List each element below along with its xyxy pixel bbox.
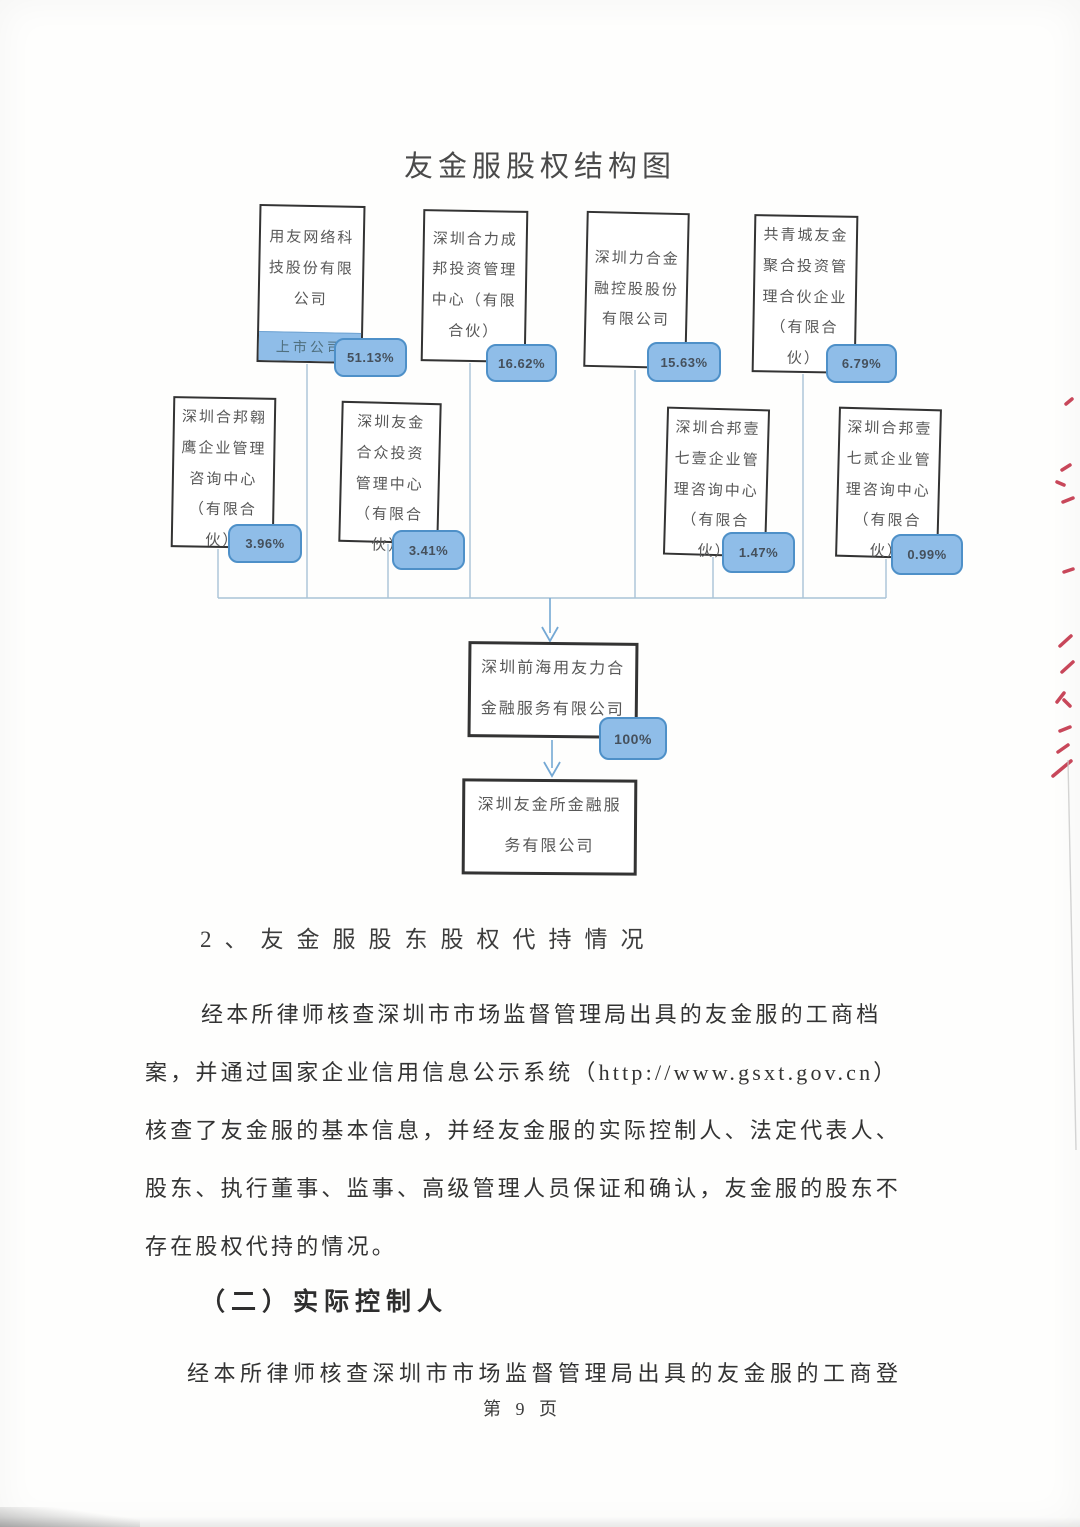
paragraph-line: 股东、执行董事、监事、高级管理人员保证和确认，友金服的股东不 [145, 1176, 902, 1201]
page-number: 第 9 页 [483, 1399, 562, 1419]
page-crease-line [1067, 759, 1077, 1151]
org-box-youjinsuo: 深圳友金所金融服务有限公司 [461, 778, 638, 876]
scan-corner-shadow [0, 1507, 140, 1527]
pct-badge-3-41: 3.41% [392, 530, 465, 570]
org-name: 深圳合力成邦投资管理中心（有限合伙） [431, 230, 518, 341]
pct-badge-100: 100% [599, 717, 667, 760]
pct-badge-6-79: 6.79% [826, 344, 897, 383]
pct-badge-0-99: 0.99% [891, 534, 963, 575]
pct-badge-1-47: 1.47% [722, 532, 795, 573]
scan-bottom-shadow [0, 1517, 1080, 1527]
paragraph-line: 经本所律师核查深圳市市场监督管理局出具的友金服的工商登 [187, 1361, 903, 1386]
paragraph-1: 经本所律师核查深圳市市场监督管理局出具的友金服的工商档 案，并通过国家企业信用信… [145, 997, 945, 1287]
paragraph-line: 核查了友金服的基本信息，并经友金服的实际控制人、法定代表人、 [145, 1118, 902, 1143]
paragraph-2: 经本所律师核查深圳市市场监督管理局出具的友金服的工商登 [145, 1356, 945, 1414]
org-box-helichengbang: 深圳合力成邦投资管理中心（有限合伙） [420, 209, 529, 363]
pct-badge-3-96: 3.96% [228, 524, 302, 563]
diagram-title: 友金服股权结构图 [403, 151, 676, 183]
org-box-youjin-hezhong: 深圳友金合众投资管理中心（有限合伙） [338, 400, 442, 554]
pct-badge-51-13: 51.13% [334, 338, 407, 377]
pct-badge-16-62: 16.62% [486, 344, 557, 382]
paragraph-line: 存在股权代持的情况。 [145, 1234, 398, 1259]
paragraph-line: 案，并通过国家企业信用信息公示系统（http://www.gsxt.gov.cn… [145, 1060, 899, 1085]
section-heading-actual-controller: （二）实际控制人 [200, 1289, 449, 1316]
paragraph-line: 经本所律师核查深圳市市场监督管理局出具的友金服的工商档 [201, 1002, 882, 1027]
pct-badge-15-63: 15.63% [647, 342, 721, 382]
section-2-heading: 2、友金服股东股权代持情况 [200, 927, 657, 952]
org-name: 用友网络科技股份有限公司 [268, 229, 355, 309]
